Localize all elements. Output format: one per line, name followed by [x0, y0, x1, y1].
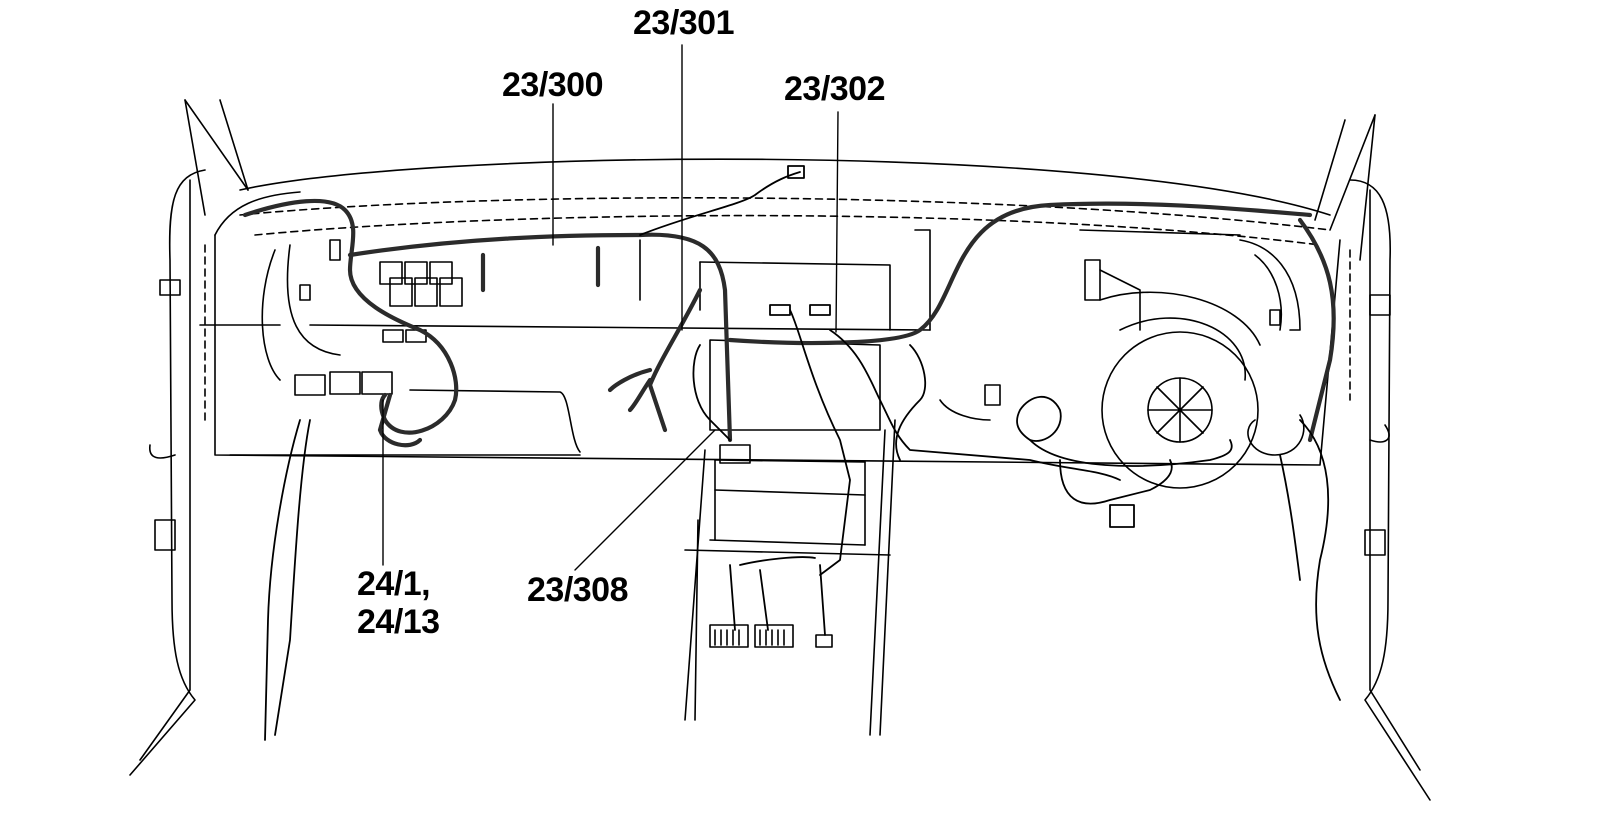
center-console	[639, 239, 896, 736]
relay-cluster	[261, 239, 463, 396]
left-pillar	[129, 99, 249, 776]
callout-24-1-24-13: 24/1, 24/13	[357, 565, 440, 641]
callout-23-308: 23/308	[527, 571, 629, 609]
console-connectors	[709, 444, 833, 648]
callout-23-300: 23/300	[502, 66, 604, 104]
blower-assembly	[939, 239, 1305, 489]
leader-23-302	[835, 111, 839, 333]
secondary-wires	[264, 165, 1341, 741]
leader-lines	[382, 44, 839, 571]
callout-23-302: 23/302	[784, 70, 886, 108]
callout-23-301: 23/301	[633, 4, 735, 42]
callout-24-13: 24/13	[357, 603, 440, 641]
wiring-harness	[242, 198, 1336, 448]
right-pillar	[1314, 114, 1431, 801]
leader-23-308	[574, 429, 716, 571]
callout-24-1: 24/1,	[357, 565, 431, 603]
